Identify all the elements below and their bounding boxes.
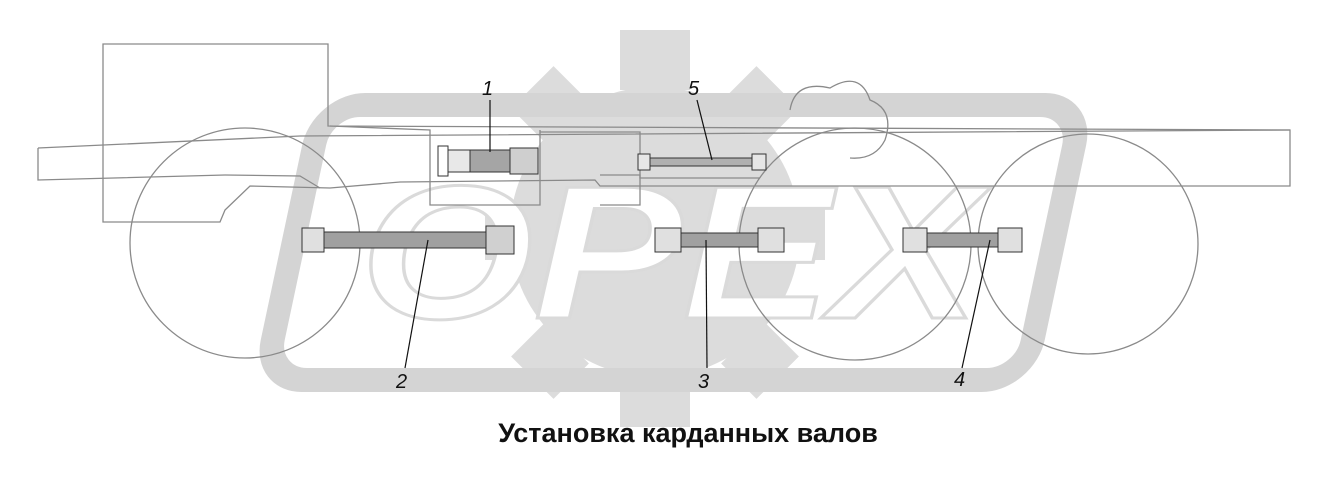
watermark-text: OPEX <box>360 147 992 359</box>
leader-4 <box>961 239 991 369</box>
leader-lines <box>404 99 991 369</box>
leader-5 <box>696 99 713 161</box>
watermark-box <box>259 93 1088 392</box>
callout-5: 5 <box>688 78 700 100</box>
figure-caption: Установка карданных валов <box>498 418 878 448</box>
leader-3 <box>705 239 708 369</box>
callout-2: 2 <box>395 371 407 393</box>
shaft-2 <box>301 225 515 255</box>
leader-2 <box>404 239 429 369</box>
callout-1: 1 <box>482 78 493 100</box>
callout-3: 3 <box>698 371 709 393</box>
callout-4: 4 <box>954 369 965 391</box>
shaft-4 <box>902 227 1023 253</box>
shaft-3 <box>654 227 785 253</box>
shaft-1 <box>437 145 539 177</box>
shaft-5 <box>637 153 767 171</box>
